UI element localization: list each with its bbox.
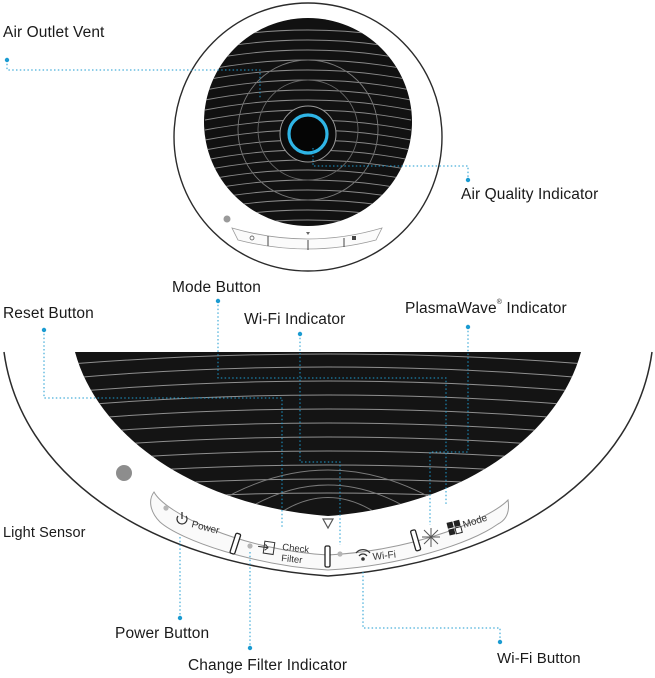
leader-air-quality-indicator (312, 148, 469, 180)
panel-divider (410, 529, 422, 552)
registered-mark: ® (496, 299, 502, 306)
check-filter-label-filter: Filter (281, 553, 303, 566)
label-plasmawave-indicator: PlasmaWave® Indicator (405, 299, 567, 318)
closeup-unit-body (3, 351, 653, 577)
leader-lines (6, 60, 501, 648)
label-air-quality-indicator: Air Quality Indicator (461, 186, 599, 203)
light-sensor (116, 465, 132, 481)
leader-wifi-button (362, 572, 501, 642)
closeup-unit: Power Check Filter Wi-Fi Mode (3, 351, 653, 577)
closeup-air-outlet-vent (75, 352, 581, 516)
top-mode-icon (352, 236, 356, 240)
label-light-sensor: Light Sensor (3, 525, 86, 541)
plasmawave-indicator-text: Indicator (502, 300, 567, 317)
panel-divider (324, 545, 331, 568)
filter-icon (258, 540, 276, 556)
leader-wifi-indicator (299, 334, 341, 545)
label-wifi-button: Wi-Fi Button (497, 650, 581, 667)
top-triangle-icon (306, 232, 310, 235)
top-power-icon (249, 235, 255, 241)
plasmawave-text: PlasmaWave (405, 300, 497, 317)
label-air-outlet-vent: Air Outlet Vent (3, 24, 105, 41)
triangle-indicator-icon (321, 518, 335, 530)
change-filter-led (247, 543, 253, 549)
top-view-unit (173, 2, 443, 272)
leader-air-outlet-vent (6, 60, 261, 98)
top-light-sensor (223, 215, 231, 223)
check-filter-label-check: Check (282, 542, 310, 556)
leader-mode-button (217, 301, 447, 505)
power-icon[interactable] (176, 512, 188, 525)
wifi-led (337, 551, 343, 557)
wifi-button-label[interactable]: Wi-Fi (372, 550, 396, 563)
air-quality-indicator-ring (287, 113, 329, 155)
leader-reset-button (43, 330, 283, 528)
power-led (163, 505, 169, 511)
plasmawave-icon (422, 528, 440, 547)
label-reset-button: Reset Button (3, 305, 94, 322)
label-wifi-indicator: Wi-Fi Indicator (244, 311, 346, 328)
mode-icon[interactable] (446, 519, 463, 536)
label-power-button: Power Button (115, 625, 210, 642)
label-change-filter-indicator: Change Filter Indicator (188, 657, 348, 674)
label-mode-button: Mode Button (172, 279, 261, 296)
panel-divider (229, 532, 242, 555)
wifi-icon[interactable] (355, 549, 371, 561)
leader-dots (4, 57, 503, 651)
